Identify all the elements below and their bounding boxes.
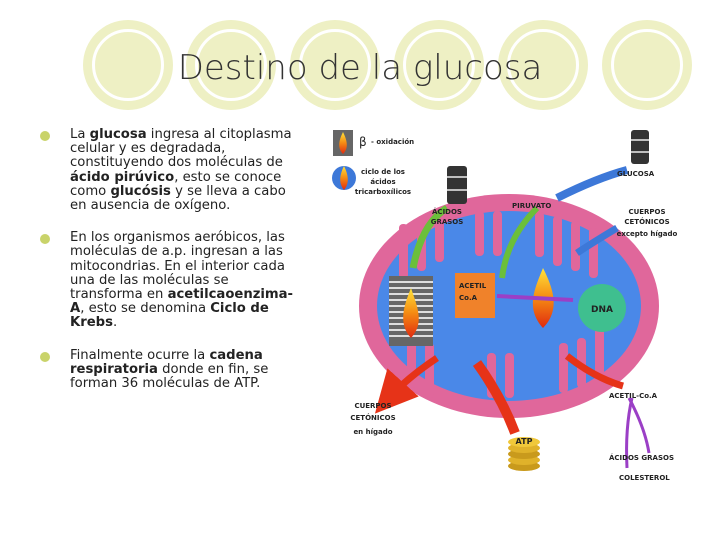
cuerpos-higado-label-3: en hígado <box>353 428 392 436</box>
bullet-dot-icon <box>40 131 50 141</box>
decorative-circle-1 <box>83 20 173 110</box>
arrow-glucosa <box>555 166 629 202</box>
arrow-colesterol-out <box>625 397 634 469</box>
bullet-bold-term: Ciclo de Krebs <box>70 301 269 331</box>
arrow-atp-out <box>472 360 520 435</box>
arrow-cuerpos-in <box>575 224 619 256</box>
decorative-circle-2 <box>186 20 276 110</box>
bullet-dot-icon <box>40 234 50 245</box>
acidos-grasos-bottom-label: ÁCIDOS GRASOS <box>609 453 674 462</box>
acetil-coa-label-1: ACETIL <box>459 282 487 290</box>
bullet-item: Finalmente ocurre la cadena respiratoria… <box>40 348 302 392</box>
bullet-text: Finalmente ocurre la cadena respiratoria… <box>70 348 268 391</box>
atp-label: ATP <box>516 437 533 446</box>
decorative-circle-4 <box>394 20 484 110</box>
krebs-legend: ciclo de los ácidos tricarboxílicos <box>332 166 411 196</box>
decorative-circle-3 <box>290 20 380 110</box>
cuerpos-higado-label-2: CETÓNICOS <box>350 413 395 422</box>
arrow-acetil-out <box>564 353 624 390</box>
bullet-text: En los organismos aeróbicos, las molécul… <box>70 230 293 330</box>
bullet-bold-term: acetilcaoenzima-A <box>70 287 294 317</box>
arrow-cuerpos-out <box>374 355 439 414</box>
glucosa-barrel-icon <box>631 130 649 164</box>
bullet-text-run: donde en fin, se forman 36 moléculas de … <box>70 361 269 392</box>
cuerpos-cetonicos-label-1: CUERPOS <box>628 208 665 216</box>
bullet-list: La glucosa ingresa al citoplasma celular… <box>40 127 302 409</box>
bullet-text: La glucosa ingresa al citoplasma celular… <box>70 127 292 213</box>
acetil-coa-box <box>455 273 495 318</box>
cuerpos-higado-label-1: CUERPOS <box>354 402 391 410</box>
bullet-dot-icon <box>40 351 50 362</box>
krebs-label-1: ciclo de los <box>361 168 405 176</box>
atp-coins-icon: ATP <box>508 437 540 471</box>
bullet-text-run: La <box>70 127 90 142</box>
bullet-text-run: . <box>112 315 118 331</box>
beta-oxidation-label: - oxidación <box>371 138 414 146</box>
dna-label: DNA <box>591 305 613 315</box>
beta-oxidation-legend: β - oxidación <box>333 130 414 156</box>
bullet-bold-term: glucósis <box>110 183 171 199</box>
decorative-circle-6 <box>602 20 692 110</box>
arrow-piruvato-in <box>499 205 540 279</box>
arrow-acidos-grasos-in <box>409 204 449 269</box>
mitochondria-diagram: ACETIL Co.A DNA β - oxidación ciclo de l… <box>327 128 691 486</box>
bullet-bold-term: glucosa <box>89 127 147 142</box>
bullet-text-run: , esto se conoce como <box>70 169 282 199</box>
acetil-coa-label-2: Co.A <box>459 294 478 302</box>
acetil-coa-right-label: ACETIL-Co.A <box>609 392 658 400</box>
acidos-grasos-label-2: GRASOS <box>431 218 464 226</box>
arrow-acetil-to-dna <box>496 294 574 302</box>
bullet-text-run: ingresa al citoplasma celular y es degra… <box>70 127 292 171</box>
acidos-grasos-barrel-icon <box>447 166 467 204</box>
bullet-bold-term: cadena respiratoria <box>70 347 263 377</box>
beta-symbol: β <box>359 135 367 149</box>
decorative-circle-5 <box>498 20 588 110</box>
bullet-item: La glucosa ingresa al citoplasma celular… <box>40 127 302 213</box>
acidos-grasos-label-1: ÁCIDOS <box>432 207 462 216</box>
slide-title: Destino de la glucosa <box>177 48 543 88</box>
bullet-text-run: , esto se denomina <box>80 301 211 317</box>
bullet-bold-term: ácido pirúvico <box>70 169 175 185</box>
bullet-item: En los organismos aeróbicos, las molécul… <box>40 231 302 330</box>
piruvato-label: PIRUVATO <box>512 202 551 210</box>
bullet-text-run: Finalmente ocurre la <box>70 347 210 363</box>
krebs-label-2: ácidos <box>370 178 395 186</box>
krebs-coil-icon <box>389 276 433 346</box>
cuerpos-cetonicos-label-2: CETÓNICOS <box>624 217 669 226</box>
glucosa-label: GLUCOSA <box>617 170 655 178</box>
bullet-text-run: En los organismos aeróbicos, las molécul… <box>70 230 285 303</box>
dna-blob <box>578 284 626 332</box>
bullet-text-run: y se lleva a cabo en ausencia de oxígeno… <box>70 183 286 214</box>
krebs-label-3: tricarboxílicos <box>355 188 411 196</box>
cuerpos-cetonicos-label-3: excepto hígado <box>617 230 678 238</box>
colesterol-label: COLESTEROL <box>619 474 670 482</box>
